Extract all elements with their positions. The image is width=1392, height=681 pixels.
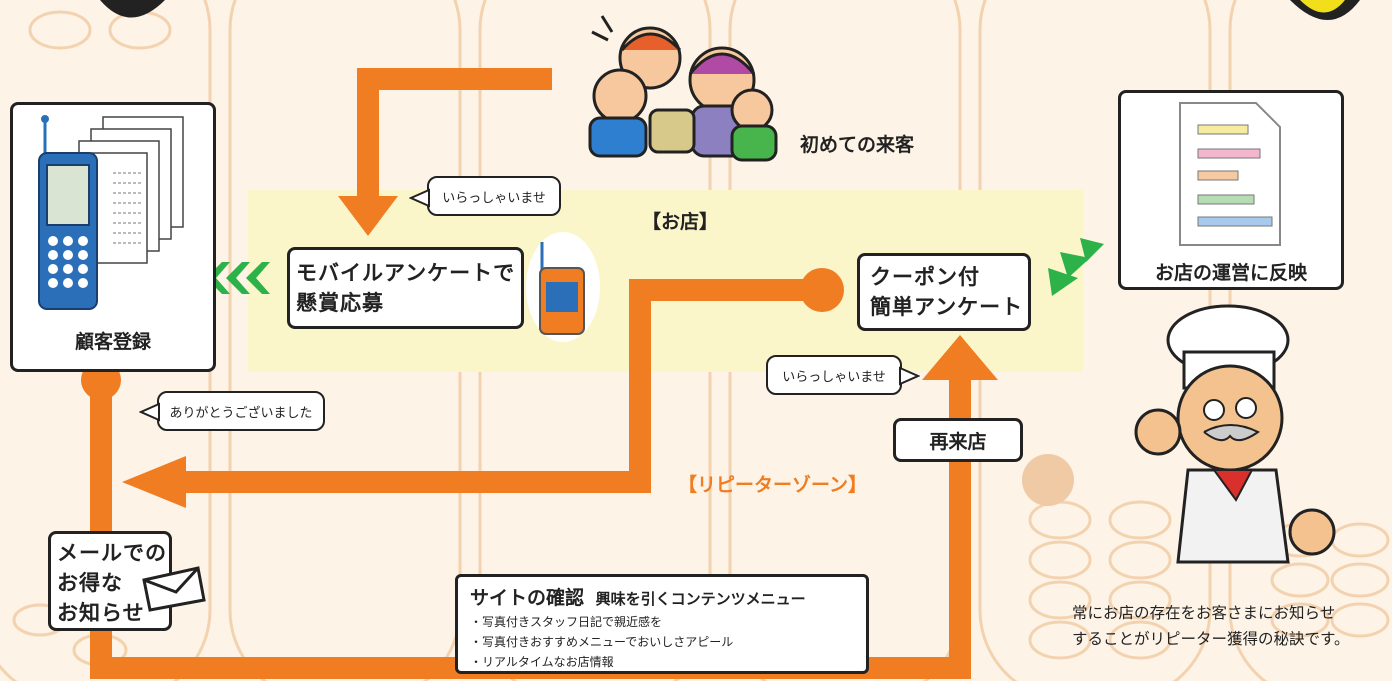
phone-with-documents-icon (38, 115, 184, 310)
site-item: ・リアルタイムなお店情報 (470, 655, 614, 669)
caption-line2: することがリピーター獲得の秘訣です。 (1072, 630, 1350, 648)
customer-registration-label: 顧客登録 (74, 331, 151, 353)
first-visit-label: 初めての来客 (800, 134, 915, 156)
caption: 常にお店の存在をお客さまにお知らせ することがリピーター獲得の秘訣です。 (1072, 600, 1349, 652)
envelope-icon (142, 566, 206, 612)
bubble-tail (899, 366, 920, 386)
site-subtitle: 興味を引くコンテンツメニュー (595, 590, 806, 608)
mail-line2: お得な (57, 571, 123, 595)
mail-line1: メールでの (57, 541, 167, 565)
site-check-box: サイトの確認 興味を引くコンテンツメニュー ・写真付きスタッフ日記で親近感を ・… (455, 574, 869, 674)
mail-notice-box: メールでの お得な お知らせ (48, 531, 172, 631)
welcome-text-bottom: いらっしゃいませ (782, 369, 886, 385)
document-icon (1179, 102, 1281, 246)
site-item: ・写真付きおすすめメニューでおいしさアピール (470, 635, 734, 649)
store-label: 【お店】 (642, 211, 719, 233)
chef-illustration (1134, 304, 1336, 564)
store-operation-label: お店の運営に反映 (1154, 262, 1307, 284)
orange-phone-icon (539, 242, 585, 335)
revisit-box: 再来店 (893, 418, 1023, 462)
caption-line1: 常にお店の存在をお客さまにお知らせ (1072, 604, 1336, 622)
phone-bubble (526, 232, 600, 342)
repeater-zone-label: 【リピーターゾーン】 (678, 474, 868, 496)
welcome-bubble-bottom: いらっしゃいませ (766, 355, 902, 395)
mobile-survey-box: モバイルアンケートで 懸賞応募 (287, 247, 524, 329)
site-item: ・写真付きスタッフ日記で親近感を (470, 615, 663, 629)
thanks-bubble: ありがとうございました (157, 391, 325, 431)
site-list: ・写真付きスタッフ日記で親近感を ・写真付きおすすめメニューでおいしさアピール … (470, 612, 866, 672)
thanks-text: ありがとうございました (169, 405, 313, 421)
store-operation-box: お店の運営に反映 (1118, 90, 1344, 290)
welcome-bubble-top: いらっしゃいませ (427, 176, 561, 216)
bubble-tail (409, 188, 430, 208)
coupon-line2: 簡単アンケート (870, 295, 1024, 319)
mobile-survey-line2: 懸賞応募 (296, 291, 384, 315)
welcome-text-top: いらっしゃいませ (442, 190, 546, 206)
mobile-survey-line1: モバイルアンケートで (296, 261, 516, 285)
coupon-line1: クーポン付 (870, 265, 980, 289)
family-illustration (588, 15, 778, 162)
revisit-label: 再来店 (929, 430, 987, 453)
customer-registration-box: 顧客登録 (10, 102, 216, 372)
site-title: サイトの確認 (470, 587, 585, 609)
bubble-tail (139, 402, 160, 422)
mail-line3: お知らせ (57, 601, 145, 625)
coupon-survey-box: クーポン付 簡単アンケート (857, 253, 1031, 331)
